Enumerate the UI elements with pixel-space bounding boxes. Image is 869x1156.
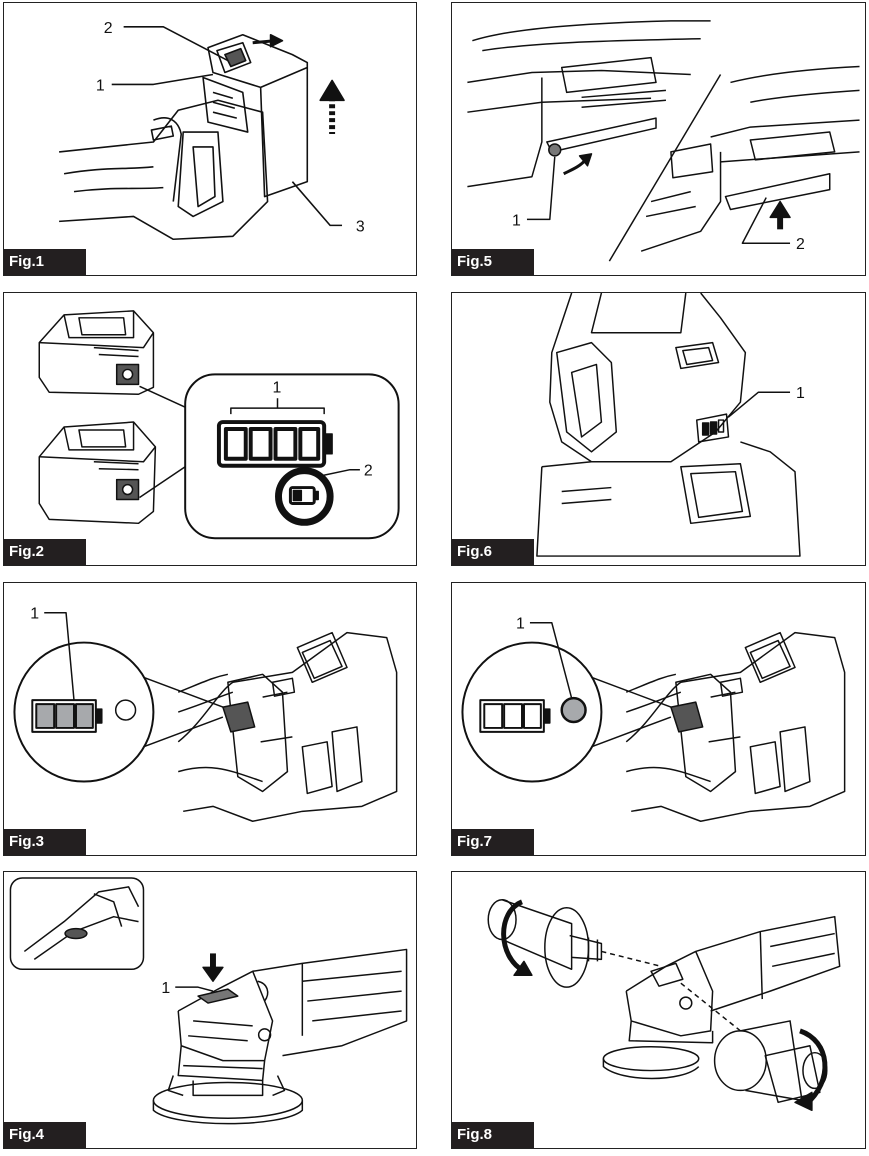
remaining-capacity-illustration: 1 [13, 606, 398, 822]
callout-1: 1 [796, 385, 805, 402]
callout-2: 2 [364, 463, 373, 480]
callout-2: 2 [796, 236, 805, 253]
wheel-guard-illustration [487, 899, 841, 1112]
figure-2-panel: 1 2 Fig.2 [3, 292, 417, 566]
figure-7-panel: 1 Fig.7 [451, 582, 866, 856]
callout-1: 1 [516, 616, 525, 633]
callout-1: 1 [161, 980, 170, 997]
figure-5-panel: 1 2 Fig.5 [451, 2, 866, 276]
figure-label: Fig.1 [4, 249, 86, 275]
figure-4-panel: 1 Fig.4 [3, 871, 417, 1149]
figure-label: Fig.3 [4, 829, 86, 855]
battery-removal-illustration: 2 1 3 [59, 20, 365, 241]
callout-1: 1 [512, 212, 521, 229]
figure-label: Fig.4 [4, 1122, 86, 1148]
callout-1: 1 [30, 606, 39, 623]
callout-2: 2 [104, 20, 113, 37]
figure-6-panel: 1 Fig.6 [451, 292, 866, 566]
battery-indicator-illustration: 1 2 [38, 310, 400, 540]
figure-label: Fig.5 [452, 249, 534, 275]
callout-1: 1 [273, 379, 282, 396]
figure-8-panel: Fig.8 [451, 871, 866, 1149]
figure-3-panel: 1 Fig.3 [3, 582, 417, 856]
callout-1: 1 [96, 77, 105, 94]
shaft-lock-illustration: 1 [9, 877, 408, 1125]
tool-indicator-illustration: 1 [536, 293, 805, 557]
overload-indicator-illustration: 1 [461, 616, 846, 822]
figure-label: Fig.8 [452, 1122, 534, 1148]
figure-label: Fig.7 [452, 829, 534, 855]
callout-3: 3 [356, 218, 365, 235]
figure-label: Fig.2 [4, 539, 86, 565]
lock-lever-illustration: 1 2 [467, 20, 860, 262]
figure-label: Fig.6 [452, 539, 534, 565]
figure-1-panel: 2 1 3 Fig.1 [3, 2, 417, 276]
